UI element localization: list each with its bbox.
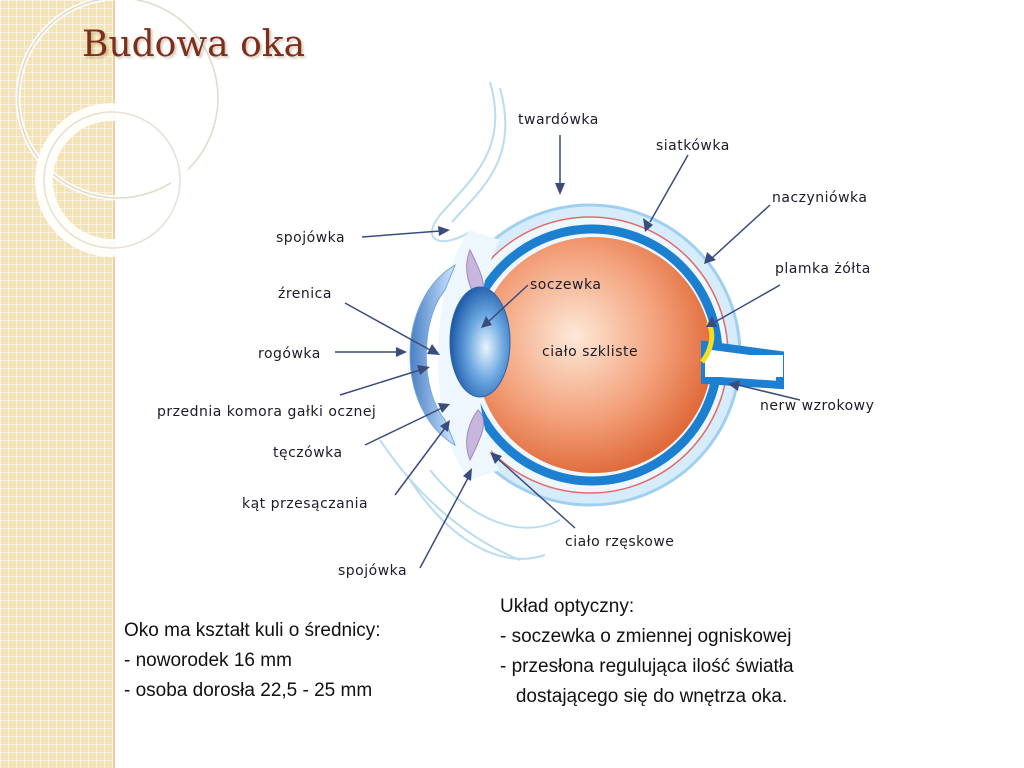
label-arrows — [335, 135, 801, 569]
label-plamka-zolta: plamka żółta — [775, 261, 871, 277]
eye-size-text: Oko ma kształt kuli o średnicy: - noworo… — [124, 616, 381, 706]
diagram-labels: twardówka siatkówka naczyniówka plamka ż… — [157, 112, 874, 579]
optical-system-text: Układ optyczny: - soczewka o zmiennej og… — [500, 592, 794, 712]
label-teczowka: tęczówka — [273, 445, 343, 461]
label-siatkowka: siatkówka — [656, 138, 730, 154]
cornea — [409, 263, 457, 447]
label-cialo-szkliste: ciało szkliste — [542, 344, 638, 360]
lens — [449, 286, 511, 398]
text-line: - przesłona regulująca ilość światła — [500, 656, 794, 677]
text-line: - osoba dorosła 22,5 - 25 mm — [124, 680, 373, 701]
label-zrenica: źrenica — [278, 286, 332, 302]
slide-title: Budowa oka — [82, 24, 306, 65]
label-soczewka: soczewka — [530, 277, 601, 293]
label-cialo-rzeskowe: ciało rzęskowe — [565, 534, 674, 550]
eyeball — [438, 203, 742, 507]
text-line: dostającego się do wnętrza oka. — [500, 686, 788, 707]
label-nerw-wzrokowy: nerw wzrokowy — [760, 398, 874, 414]
label-spojowka-top: spojówka — [276, 230, 345, 246]
label-kat: kąt przesączania — [242, 496, 368, 512]
text-line: Oko ma kształt kuli o średnicy: — [124, 620, 381, 641]
label-naczyniowka: naczyniówka — [772, 190, 868, 206]
decorative-circles — [15, 0, 221, 257]
eyelids — [379, 81, 561, 561]
text-line: - soczewka o zmiennej ogniskowej — [500, 626, 792, 647]
label-twardowka: twardówka — [518, 112, 599, 128]
label-rogowka: rogówka — [258, 346, 321, 362]
label-komora: przednia komora gałki ocznej — [157, 404, 376, 420]
text-line: Układ optyczny: — [500, 596, 635, 617]
text-line: - noworodek 16 mm — [124, 650, 292, 671]
label-spojowka-bottom: spojówka — [338, 563, 407, 579]
